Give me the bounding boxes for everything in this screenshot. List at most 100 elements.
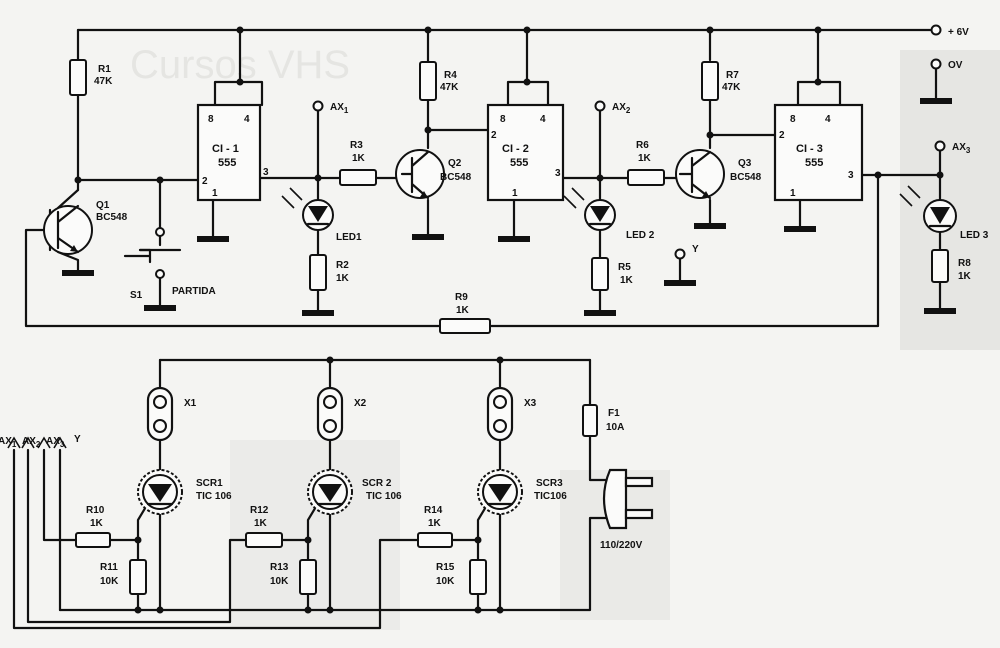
led-label: LED1 [336, 232, 362, 243]
mains-label: 110/220V [600, 540, 643, 551]
transistor-q1: Q1 BC548 [43, 200, 128, 255]
resistor-value: 1K [456, 305, 470, 316]
resistor-ref: R14 [424, 505, 443, 516]
resistor-r2 [309, 254, 327, 291]
ic-pin-label: 3 [848, 170, 854, 181]
resistor-ref: R8 [958, 258, 971, 269]
resistor-ref: R12 [250, 505, 269, 516]
resistor-value: 47K [94, 76, 113, 87]
resistor-r3 [339, 169, 377, 186]
output-ax2: AX2 [612, 102, 631, 115]
resistor-r6 [627, 169, 665, 186]
bottom-junctions [134, 356, 504, 614]
lamp-label: X1 [184, 398, 197, 409]
ic-pin-label: 1 [212, 188, 218, 199]
scr-ref: SCR3 [536, 478, 563, 489]
scr-ref: SCR1 [196, 478, 223, 489]
input-ax1: AX1 [0, 436, 17, 449]
ic-pin-label: 4 [540, 114, 546, 125]
resistor-ref: R9 [455, 292, 468, 303]
resistor-ref: R6 [636, 140, 649, 151]
ic-pin-label: 3 [263, 167, 269, 178]
transistor-ref: Q2 [448, 158, 462, 169]
transistor-ref: Q3 [738, 158, 752, 169]
lamp-label: X2 [354, 398, 367, 409]
input-ax3: AX3 [46, 436, 65, 449]
ic-pin-label: 8 [500, 114, 506, 125]
ic-ref: CI - 3 [796, 143, 823, 155]
fuse-ref: F1 [608, 408, 620, 419]
ic-type: 555 [805, 157, 823, 169]
lamp-label: X3 [524, 398, 537, 409]
switch-label: PARTIDA [172, 286, 216, 297]
resistor-r10 [75, 532, 111, 548]
ic-pin-label: 8 [790, 114, 796, 125]
transistor-type: BC548 [96, 212, 128, 223]
resistor-ref: R2 [336, 260, 349, 271]
led-label: LED 3 [960, 230, 989, 241]
resistor-ref: R3 [350, 140, 363, 151]
resistor-ref: R13 [270, 562, 289, 573]
resistors-top: R1 47K R2 1K R3 1K R4 47K R5 1K R6 1K R7… [69, 59, 972, 334]
resistor-r5 [591, 257, 609, 291]
scr-type: TIC 106 [196, 491, 232, 502]
ic-pin-label: 3 [555, 168, 561, 179]
ic-ci2: 8 4 2 CI - 2 555 3 1 [486, 103, 565, 202]
transistor-q2: Q2 BC548 [395, 149, 472, 200]
resistor-value: 10K [270, 576, 289, 587]
ic-pin-label: 1 [790, 188, 796, 199]
resistor-value: 1K [428, 518, 442, 529]
lamp-x3: X3 [486, 386, 537, 442]
scr-type: TIC 106 [366, 491, 402, 502]
ic-pin-label: 8 [208, 114, 214, 125]
resistor-r11 [129, 559, 147, 595]
transistor-type: BC548 [440, 172, 472, 183]
resistor-ref: R7 [726, 70, 739, 81]
ic-type: 555 [510, 157, 528, 169]
resistor-value: 47K [440, 82, 459, 93]
scr-scr3: SCR3 TIC106 [477, 469, 567, 515]
led-led2: LED 2 [563, 187, 655, 241]
resistor-value: 1K [336, 273, 350, 284]
terminals [155, 24, 946, 279]
scr-scr2: SCR 2 TIC 106 [307, 469, 402, 515]
transistor-ref: Q1 [96, 200, 110, 211]
resistor-ref: R11 [100, 562, 118, 573]
resistor-value: 1K [254, 518, 268, 529]
resistor-ref: R15 [436, 562, 455, 573]
resistors-bottom: R10 1K R11 10K R12 1K R13 10K R14 1K R15… [75, 505, 487, 595]
resistor-value: 1K [620, 275, 634, 286]
ground-symbols [62, 98, 956, 316]
output-ax3: AX3 [952, 142, 971, 155]
resistor-value: 1K [90, 518, 104, 529]
ic-ci1: 8 4 CI - 1 555 2 3 1 [196, 103, 269, 202]
resistor-r9 [439, 318, 491, 334]
resistor-ref: R4 [444, 70, 457, 81]
mains-plug: 110/220V [600, 468, 654, 551]
led-led1: LED1 [281, 187, 362, 243]
input-labels: AX1 AX2 AX3 Y [0, 434, 81, 449]
ic-pin-label: 2 [779, 130, 785, 141]
resistor-r1 [69, 59, 87, 96]
ic-pin-label: 4 [825, 114, 831, 125]
fuse-f1: F1 10A [582, 404, 624, 437]
ic-ref: CI - 1 [212, 143, 239, 155]
junction-dots [74, 26, 944, 184]
led-led3: LED 3 [899, 185, 989, 241]
resistor-r4 [419, 61, 437, 101]
resistor-r13 [299, 559, 317, 595]
resistor-r7 [701, 61, 719, 101]
ic-ci3: 8 4 2 CI - 3 555 3 1 [773, 103, 864, 202]
resistor-value: 47K [722, 82, 741, 93]
resistor-r15 [469, 559, 487, 595]
ic-pin-label: 4 [244, 114, 250, 125]
resistor-r12 [245, 532, 283, 548]
switch-s1: S1 PARTIDA [123, 248, 216, 301]
scr-type: TIC106 [534, 491, 567, 502]
ic-type: 555 [218, 157, 236, 169]
transistor-type: BC548 [730, 172, 762, 183]
ic-pin-label: 2 [202, 176, 208, 187]
ic-pin-label: 1 [512, 188, 518, 199]
resistor-r8 [931, 249, 949, 283]
